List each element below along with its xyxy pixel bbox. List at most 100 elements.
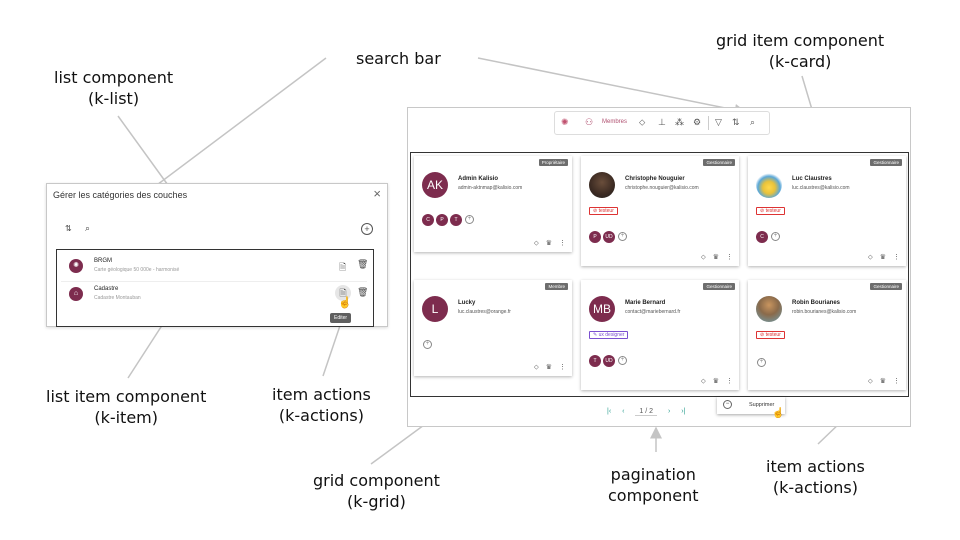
list-item-annotation: list item component (k-item) (46, 386, 206, 428)
add-icon[interactable]: + (757, 358, 766, 368)
annotation-text: pagination (610, 465, 696, 484)
member-name: Marie Bernard (625, 300, 666, 306)
previous-page-icon[interactable]: ‹ (622, 408, 625, 415)
member-name: Robin Bourianes (792, 300, 841, 306)
member-name: Christophe Nouguier (625, 176, 685, 182)
annotation-text: grid item component (716, 31, 885, 50)
list-item-name: BRGM (94, 258, 112, 264)
role-icon[interactable]: ♛ (712, 378, 719, 385)
annotation-text: (k-list) (88, 89, 140, 108)
list-item[interactable]: ✺ BRGM Carte géologique 50 000e - harmon… (61, 254, 369, 280)
member-email: luc.claustres@orange.fr (458, 309, 511, 315)
more-icon[interactable]: ⋮ (559, 364, 566, 371)
organisation-icon[interactable]: ✺ (561, 117, 569, 127)
add-icon[interactable]: + (618, 356, 627, 366)
tag-icon[interactable]: ⬦ (533, 364, 539, 371)
list-component-annotation: list component (k-list) (54, 67, 173, 109)
page-indicator: 1 / 2 (635, 408, 658, 416)
categories-dialog: Gérer les catégories des couches × ⇅ ⌕ +… (46, 183, 388, 327)
role-badge: Gestionnaire (703, 159, 735, 166)
k-list: ✺ BRGM Carte géologique 50 000e - harmon… (56, 249, 374, 327)
member-card[interactable]: Propriétaire AK Admin Kalisio admin-aktn… (414, 156, 572, 252)
card-actions: ⬦ ♛ ⋮ (694, 253, 733, 262)
grid-item-annotation: grid item component (k-card) (716, 30, 884, 72)
sun-icon: ✺ (69, 259, 83, 273)
chip: UD (603, 354, 615, 367)
tooltip: Editer (330, 313, 352, 323)
role-badge: Propriétaire (538, 159, 568, 166)
tag-icon[interactable]: ⬦ (867, 378, 873, 385)
members-icon[interactable]: ⚇ (585, 117, 594, 127)
filter-icon[interactable]: ▽ (715, 117, 722, 127)
last-page-icon[interactable]: ›| (681, 408, 686, 415)
annotation-text: (k-actions) (278, 406, 364, 425)
tag-label: testeur (765, 208, 781, 214)
list-item-description: Carte géologique 50 000e - harmonisé (94, 267, 180, 273)
tag-label: ux designer (598, 332, 625, 338)
avatar (589, 172, 615, 198)
item-actions-annotation-right: item actions (k-actions) (766, 456, 865, 498)
role-icon[interactable]: ♛ (879, 378, 886, 385)
tag-label: testeur (765, 332, 781, 338)
search-icon[interactable]: ⌕ (750, 117, 756, 127)
next-page-icon[interactable]: › (667, 408, 671, 415)
close-icon[interactable]: × (373, 186, 381, 201)
tag-icon[interactable]: ⬦ (700, 254, 706, 261)
tag-icon[interactable]: ⬦ (533, 240, 539, 247)
more-icon[interactable]: ⋮ (893, 378, 900, 385)
sort-icon[interactable]: ⇅ (65, 224, 72, 233)
chip: C (756, 230, 768, 243)
add-icon[interactable]: + (771, 232, 780, 242)
dialog-title: Gérer les catégories des couches (53, 190, 188, 200)
chip: P (436, 213, 448, 226)
tag: ⊘ testeur (756, 207, 785, 215)
card-actions: ⬦ ♛ ⋮ (527, 363, 566, 372)
hierarchy-icon[interactable]: ⊥ (658, 117, 666, 127)
annotation-text: component (608, 486, 699, 505)
grid-component-annotation: grid component (k-grid) (313, 470, 440, 512)
settings-icon[interactable]: ⚙ (693, 117, 702, 127)
tag-icon[interactable]: ⬦ (700, 378, 706, 385)
search-icon[interactable]: ⌕ (85, 223, 91, 233)
role-icon[interactable]: ♛ (545, 364, 552, 371)
member-name: Admin Kalisio (458, 176, 499, 182)
delete-menu-item[interactable]: Supprimer (749, 402, 775, 408)
member-card[interactable]: Gestionnaire MB Marie Bernard contact@ma… (581, 280, 739, 390)
sort-icon[interactable]: ⇅ (732, 117, 740, 127)
list-item-description: Cadastre Montauban (94, 295, 141, 301)
groups-icon[interactable]: ⁂ (675, 117, 684, 127)
toolbar-label[interactable]: Membres (602, 119, 628, 125)
member-card[interactable]: Gestionnaire Christophe Nouguier christo… (581, 156, 739, 266)
pointer-cursor-icon: ☝ (338, 297, 352, 309)
edit-icon[interactable]: 🗎 (339, 262, 347, 272)
tag-icon[interactable]: ⬦ (639, 117, 646, 127)
list-item[interactable]: ⌂ Cadastre Cadastre Montauban 🗎 🗑 (61, 282, 369, 308)
delete-icon[interactable]: 🗑 (357, 259, 369, 269)
role-icon[interactable]: ♛ (879, 254, 886, 261)
annotation-text: (k-actions) (772, 478, 858, 497)
more-icon[interactable]: ⋮ (726, 254, 733, 261)
role-icon[interactable]: ♛ (712, 254, 719, 261)
add-icon[interactable]: + (361, 223, 373, 235)
first-page-icon[interactable]: |‹ (607, 408, 612, 415)
more-icon[interactable]: ⋮ (559, 240, 566, 247)
delete-icon[interactable]: 🗑 (357, 287, 369, 297)
add-icon[interactable]: + (465, 215, 474, 225)
annotation-text: (k-grid) (347, 492, 406, 511)
members-panel: ✺ ⚇ Membres ⬦ ⊥ ⁂ ⚙ ▽ ⇅ ⌕ Propriétaire A… (407, 107, 911, 427)
more-icon[interactable]: ⋮ (893, 254, 900, 261)
role-icon[interactable]: ♛ (545, 240, 552, 247)
member-card[interactable]: Gestionnaire Luc Claustres luc.claustres… (748, 156, 906, 266)
role-badge: Membre (545, 283, 568, 290)
search-bar: ✺ ⚇ Membres ⬦ ⊥ ⁂ ⚙ ▽ ⇅ ⌕ (554, 111, 770, 135)
member-card[interactable]: Gestionnaire Robin Bourianes robin.bouri… (748, 280, 906, 390)
avatar: MB (589, 296, 615, 322)
more-icon[interactable]: ⋮ (726, 378, 733, 385)
edit-icon[interactable]: 🗎 (335, 285, 351, 301)
tag-icon[interactable]: ⬦ (867, 254, 873, 261)
add-icon[interactable]: + (423, 340, 432, 350)
member-card[interactable]: Membre L Lucky luc.claustres@orange.fr +… (414, 280, 572, 376)
add-icon[interactable]: + (618, 232, 627, 242)
member-name: Lucky (458, 300, 476, 306)
